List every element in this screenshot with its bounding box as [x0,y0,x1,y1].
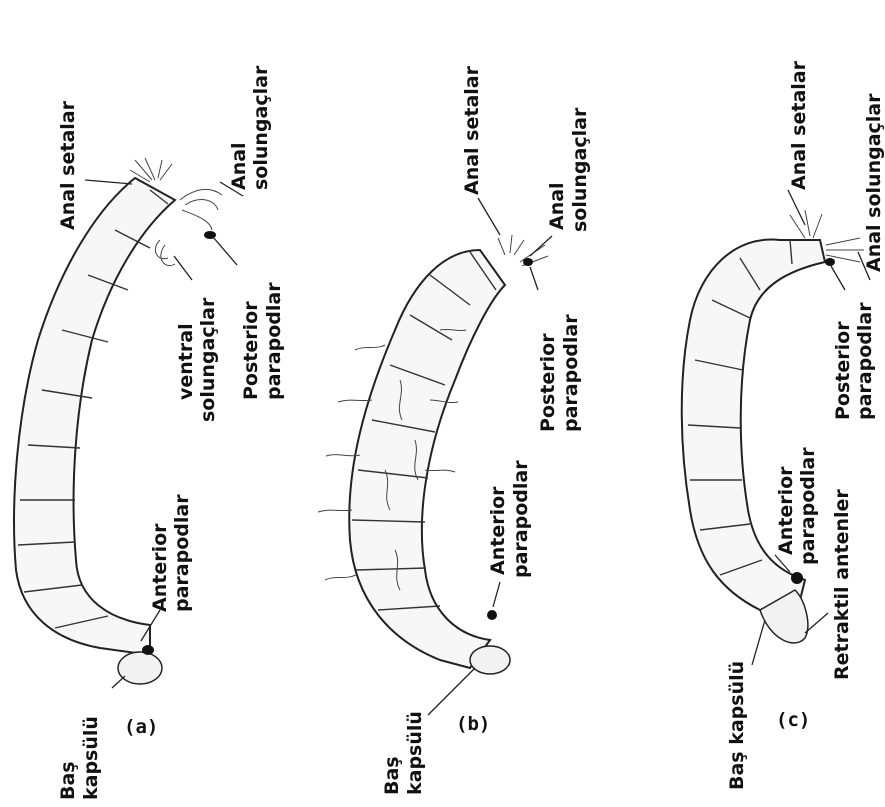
label-c-head-capsule: Baş kapsülü [726,661,748,790]
larva-a-head-capsule [118,652,162,684]
label-b-head-capsule-line2: kapsülü [404,711,426,795]
label-c-anterior-prolegs-line2: parapodlar [797,447,819,565]
larva-c: Anal setalar Anal solungaçlar Posterior … [682,60,885,790]
label-a-head-capsule-line1: Baş [57,761,79,800]
larva-a-ventral-gills-drawing [155,240,175,266]
label-c-posterior-prolegs-line2: parapodlar [854,302,876,420]
label-a-anal-gills-line2: solungaçlar [250,65,272,190]
larva-a-anal-gills-drawing [180,189,222,230]
label-c-retractile-antennae: Retraktil antenler [831,489,853,680]
label-a-anterior-prolegs-line1: Anterior [149,523,171,612]
larva-b-posterior-proleg [523,258,533,266]
larva-b-head-capsule [470,646,510,674]
label-b-anal-gills-line1: Anal [546,182,568,230]
larva-b-anal-setae-drawing [498,235,524,255]
label-a-posterior-prolegs-line2: parapodlar [263,282,285,400]
label-b-anal-gills-line2: solungaçlar [569,107,591,232]
label-c-posterior-prolegs-line1: Posterior [832,321,854,420]
label-a-ventral-gills-line1: ventral [175,323,197,400]
label-a-anterior-prolegs-line2: parapodlar [171,494,193,612]
label-b-anterior-prolegs-line2: parapodlar [510,460,532,578]
label-a-head-capsule-line2: kapsülü [80,716,102,800]
panel-label-b: (b) [456,713,490,735]
label-b-posterior-prolegs-line2: parapodlar [560,314,582,432]
panel-label-a: (a) [124,716,158,738]
label-a-posterior-prolegs-line1: Posterior [240,301,262,400]
label-b-anterior-prolegs-line1: Anterior [487,486,509,575]
label-c-anal-setae: Anal setalar [788,60,810,190]
panel-label-c: (c) [776,709,810,731]
larva-a-anterior-proleg [142,645,154,655]
label-a-anal-setae: Anal setalar [57,100,79,230]
label-c-anal-gills: Anal solungaçlar [863,93,885,272]
label-a-anal-gills-line1: Anal [228,142,250,190]
larva-b-anterior-proleg [487,610,497,620]
label-b-anal-setae: Anal setalar [461,65,483,195]
label-b-head-capsule-line1: Baş [381,756,403,795]
larva-c-posterior-proleg [825,258,835,266]
larva-c-anal-setae-drawing [790,210,822,238]
larva-b: Anal setalar Anal solungaçlar Posterior … [318,65,591,795]
label-b-posterior-prolegs-line1: Posterior [537,333,559,432]
larva-b-body [349,250,505,668]
label-c-anterior-prolegs-line1: Anterior [775,466,797,555]
label-a-ventral-gills-line2: solungaçlar [197,297,219,422]
larva-a: Anal setalar Anal solungaçlar ventral so… [14,65,285,800]
larva-c-anterior-proleg [791,572,803,584]
